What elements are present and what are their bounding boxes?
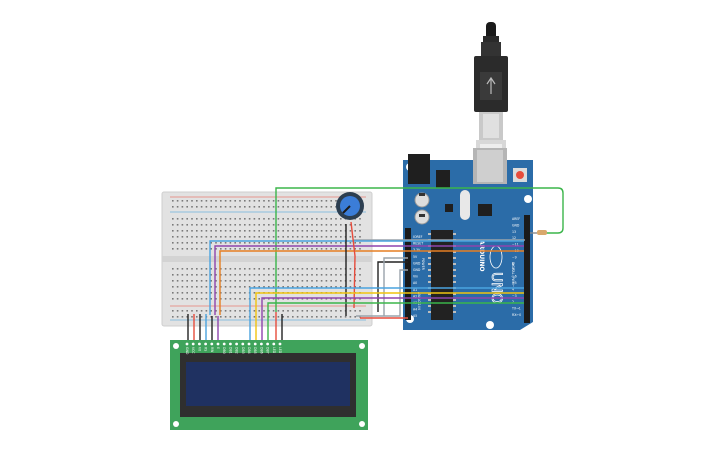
pin-label-left: GND bbox=[413, 268, 421, 272]
pin-label-left: 3.3V bbox=[413, 248, 421, 252]
lcd-pin-label: DB4 bbox=[247, 347, 251, 354]
wire-data-yellow[interactable] bbox=[255, 292, 524, 322]
pin-label-left: 5V bbox=[413, 255, 418, 259]
digital-header-label: DIGITAL (PWM~) bbox=[511, 262, 515, 288]
pin-label-right: AREF bbox=[512, 217, 520, 221]
pin-label-left: RESET bbox=[413, 242, 423, 246]
lcd-pin-label: V0 bbox=[197, 347, 201, 351]
lcd-pin-label: E bbox=[216, 347, 220, 349]
lcd-pin-label: LED bbox=[272, 347, 276, 354]
brand-label: ARDUINO bbox=[478, 240, 485, 271]
lcd-pin[interactable] bbox=[198, 342, 201, 346]
left-header bbox=[405, 228, 411, 320]
lcd-screen bbox=[186, 362, 350, 406]
wire-data-blue[interactable] bbox=[249, 287, 524, 322]
pin-label-left: A4 bbox=[413, 308, 417, 312]
lcd-pin[interactable] bbox=[204, 342, 208, 346]
wire-data-purple[interactable] bbox=[261, 297, 524, 322]
lcd-pin-label: LED bbox=[278, 347, 282, 354]
pin-label-right: 7 bbox=[512, 268, 514, 272]
pin-label-left: A5 bbox=[413, 314, 417, 318]
lcd-pin[interactable] bbox=[247, 342, 251, 346]
lcd-pin[interactable] bbox=[266, 342, 269, 346]
lcd-pin-label: VCC bbox=[191, 347, 195, 354]
wire-gray-board[interactable] bbox=[383, 257, 408, 316]
analog-header-label: ANALOG IN bbox=[417, 292, 421, 310]
pin-label-left: A0 bbox=[413, 281, 417, 285]
pin-label-left: IOREF bbox=[413, 235, 423, 239]
lcd-pin-label: DB0 bbox=[222, 347, 226, 354]
lcd-pin[interactable] bbox=[191, 342, 195, 346]
lcd-pin[interactable] bbox=[222, 342, 226, 346]
pin-label-right: ~5 bbox=[512, 281, 517, 285]
pin-label-right: 12 bbox=[512, 236, 516, 240]
lcd-pin-label: DB5 bbox=[253, 347, 257, 354]
wires bbox=[187, 187, 564, 340]
pin-label-right: RX←0 bbox=[512, 313, 521, 317]
pin-label-right: ~9 bbox=[512, 255, 517, 259]
resistor[interactable] bbox=[537, 230, 547, 235]
lcd-pin-label: RW bbox=[210, 347, 214, 353]
lcd-pin-label: DB7 bbox=[266, 347, 270, 354]
lcd-pin[interactable] bbox=[253, 342, 257, 346]
lcd-pin-label: DB2 bbox=[235, 347, 239, 354]
pin-label-left: A2 bbox=[413, 294, 417, 298]
wire-blue[interactable] bbox=[209, 240, 524, 315]
pin-label-right: ~11 bbox=[512, 243, 519, 247]
lcd-pin[interactable] bbox=[241, 342, 245, 346]
pin-label-left: Vin bbox=[413, 275, 418, 279]
pin-label-right: ~6 bbox=[512, 275, 517, 279]
pin-label-right: TX→1 bbox=[511, 307, 521, 311]
pin-label-left: GND bbox=[413, 261, 421, 265]
lcd-pin-label: DB3 bbox=[241, 347, 245, 354]
right-header bbox=[524, 215, 530, 323]
lcd-pin-label: RS bbox=[204, 347, 208, 351]
lcd-pin[interactable] bbox=[278, 342, 282, 346]
wire-orange[interactable] bbox=[219, 250, 524, 315]
power-header-label: POWER bbox=[421, 258, 425, 271]
pin-label-right: 8 bbox=[512, 262, 514, 266]
pin-label-right: 2 bbox=[512, 300, 514, 304]
lcd-pin[interactable] bbox=[235, 342, 239, 346]
lcd-pin[interactable] bbox=[210, 342, 214, 346]
pin-label-left: A1 bbox=[413, 288, 417, 292]
lcd-pin-label: GND bbox=[185, 347, 189, 355]
pin-label-right: 13 bbox=[512, 230, 516, 234]
pin-label-right: ~3 bbox=[512, 294, 517, 298]
lcd-pin[interactable] bbox=[272, 342, 276, 346]
pin-label-right: 4 bbox=[512, 287, 514, 291]
lcd-pin-label: DB1 bbox=[228, 347, 232, 354]
wire-black-board[interactable] bbox=[377, 261, 408, 312]
potentiometer[interactable] bbox=[336, 192, 364, 220]
wire-data-green[interactable] bbox=[267, 302, 524, 322]
pin-label-right: GND bbox=[512, 223, 520, 227]
lcd-pin[interactable] bbox=[229, 342, 232, 346]
lcd-pin-label: DB6 bbox=[259, 347, 263, 354]
wire-purple[interactable] bbox=[214, 245, 524, 315]
lcd-pin[interactable] bbox=[185, 342, 189, 346]
lcd-pin[interactable] bbox=[216, 342, 220, 346]
lcd-pin[interactable] bbox=[260, 342, 263, 346]
wire-red-pot[interactable] bbox=[350, 221, 356, 309]
wire-green[interactable] bbox=[275, 187, 564, 312]
